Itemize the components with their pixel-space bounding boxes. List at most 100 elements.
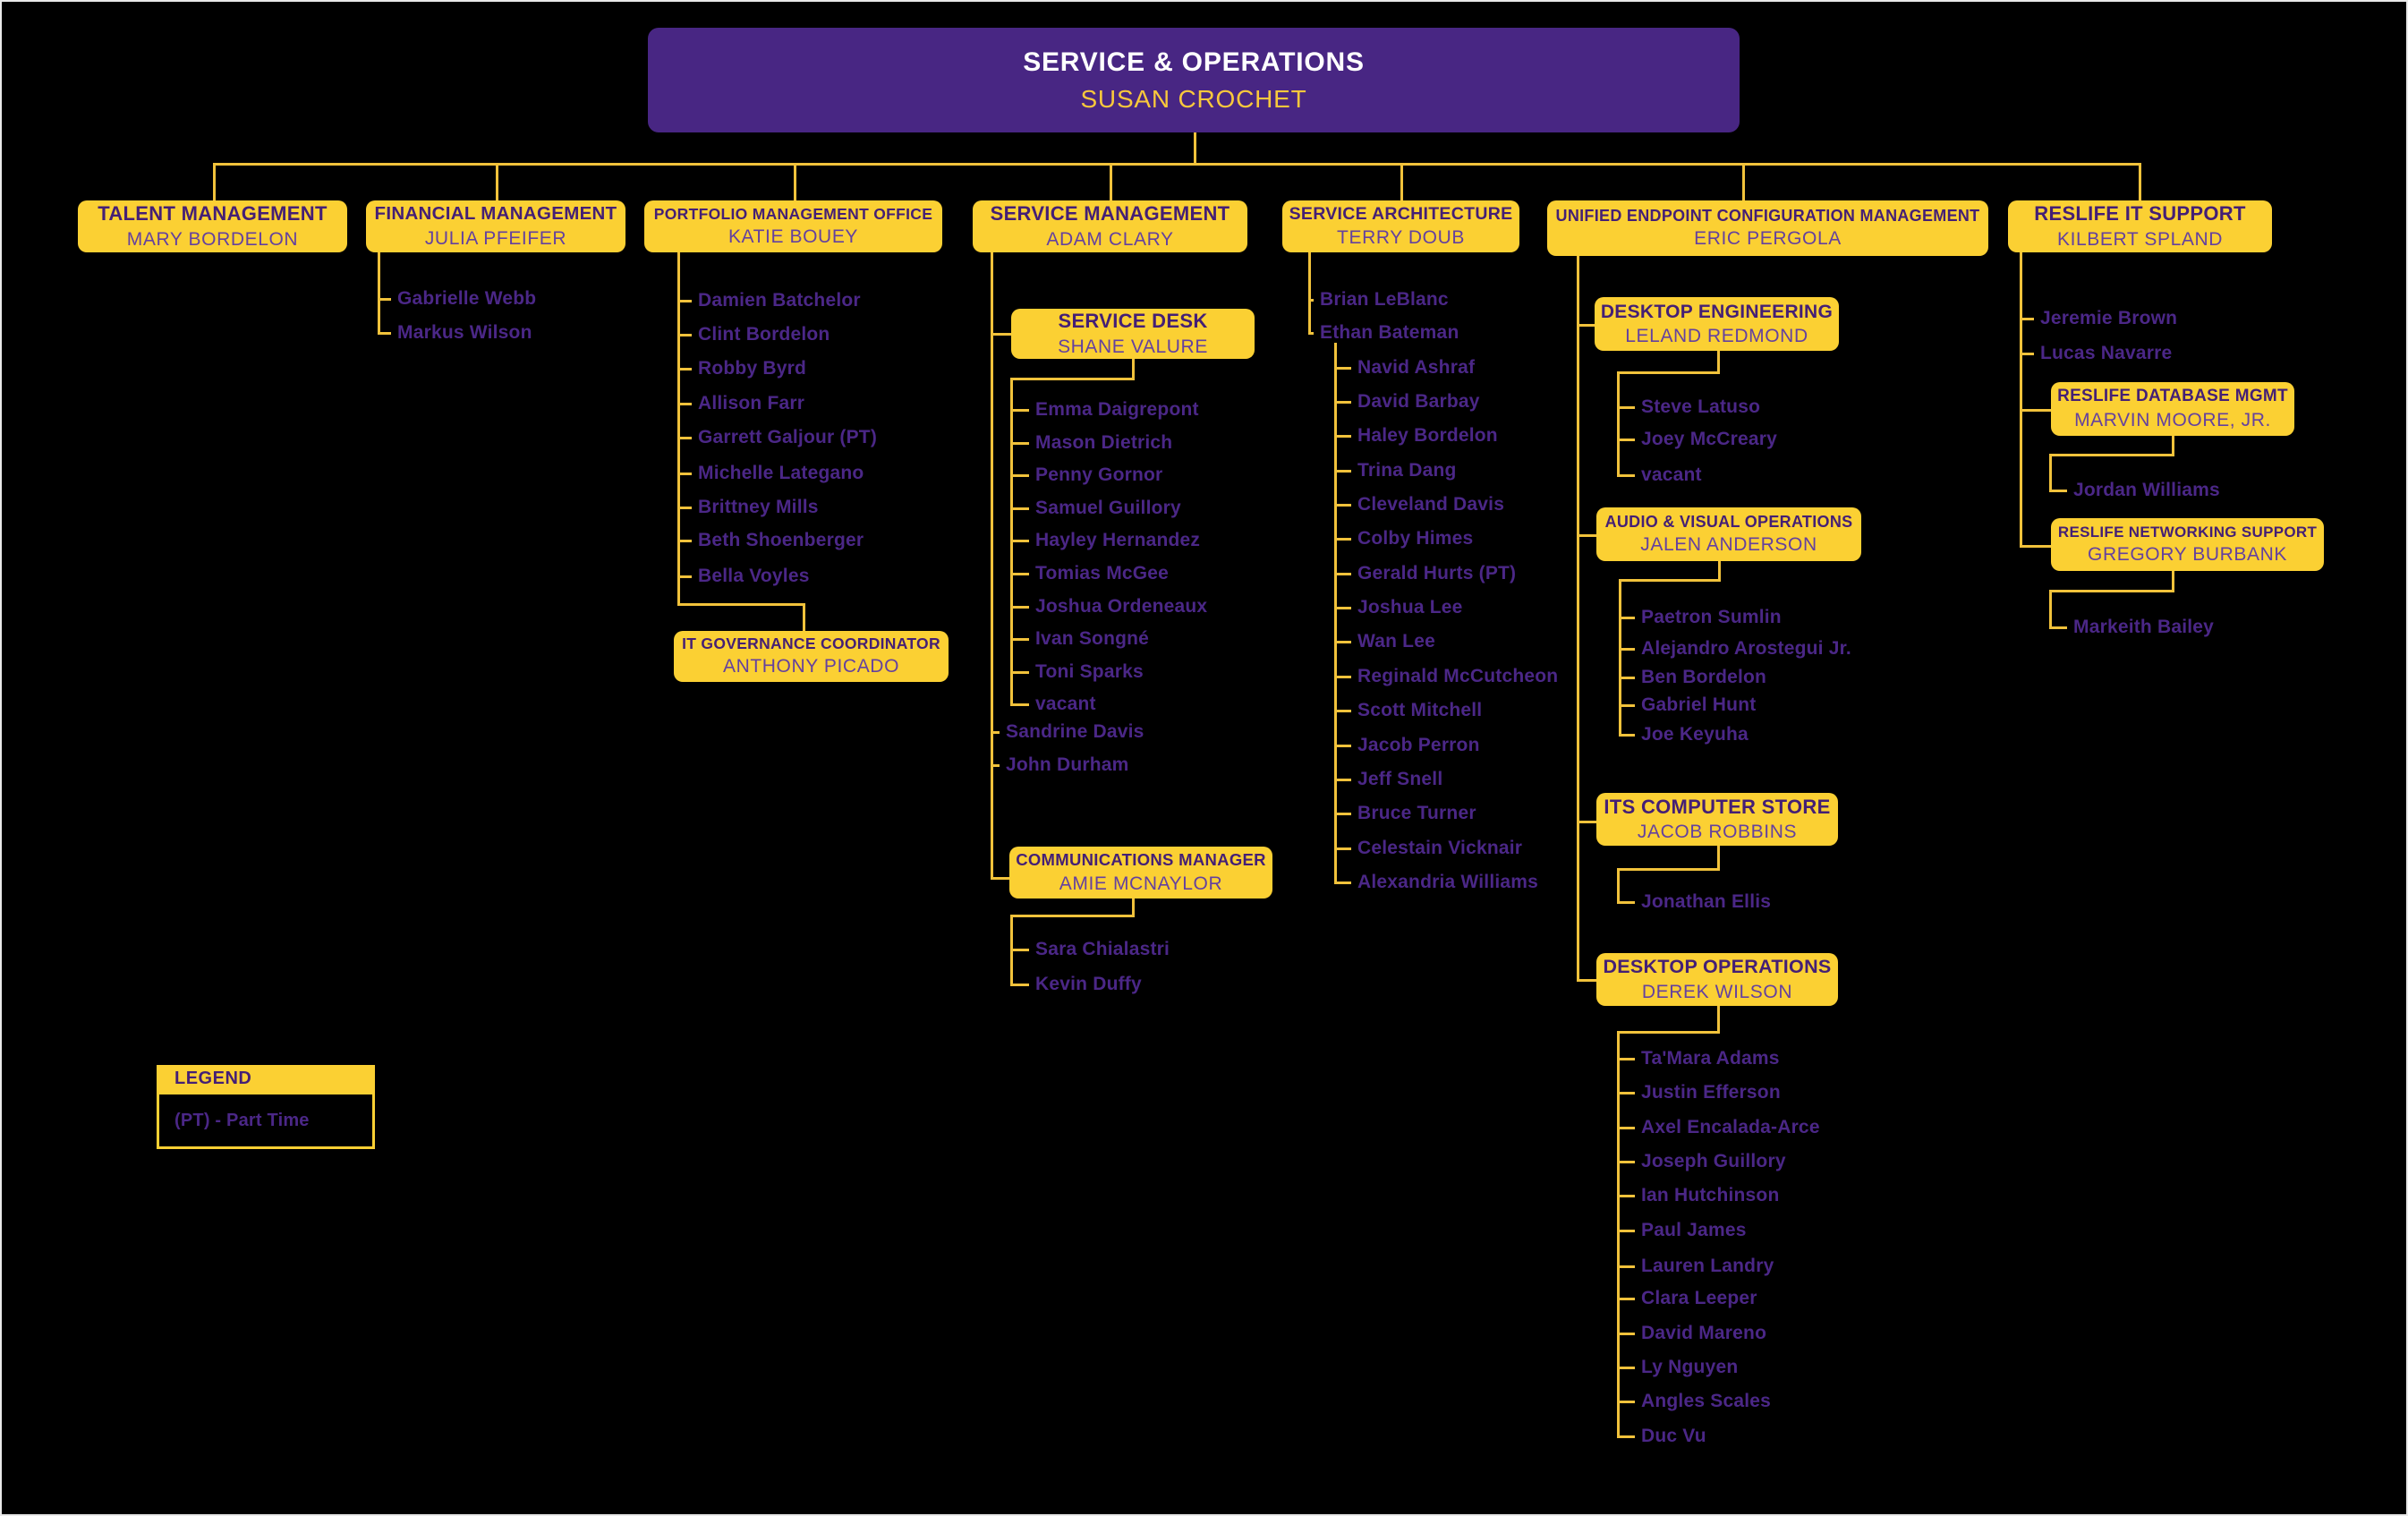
connector-line bbox=[1308, 299, 1314, 302]
org-box-title: FINANCIAL MANAGEMENT bbox=[374, 203, 617, 225]
connector-line bbox=[1334, 607, 1351, 609]
connector-line bbox=[677, 368, 692, 370]
member-name: Sara Chialastri bbox=[1035, 939, 1170, 959]
connector-line bbox=[677, 437, 692, 439]
member-name: Joshua Ordeneaux bbox=[1035, 596, 1208, 617]
member-name: Lucas Navarre bbox=[2040, 343, 2173, 363]
member-name: Scott Mitchell bbox=[1357, 700, 1483, 720]
member-name: Paetron Sumlin bbox=[1641, 607, 1782, 627]
connector-line bbox=[1308, 332, 1314, 335]
connector-line bbox=[1334, 881, 1351, 884]
member-name: Damien Batchelor bbox=[698, 290, 861, 311]
connector-line bbox=[1010, 378, 1135, 380]
connector-line bbox=[2020, 318, 2034, 320]
org-box-person: KILBERT SPLAND bbox=[2056, 228, 2224, 250]
org-box-title: AUDIO & VISUAL OPERATIONS bbox=[1604, 512, 1853, 531]
connector-line bbox=[1334, 745, 1351, 747]
connector-line bbox=[1334, 573, 1351, 575]
connector-line bbox=[1010, 638, 1029, 641]
member-name: Gerald Hurts (PT) bbox=[1357, 563, 1517, 583]
connector-line bbox=[1132, 359, 1135, 380]
legend-header: LEGEND bbox=[157, 1065, 375, 1092]
connector-line bbox=[1617, 371, 1620, 477]
connector-line bbox=[1717, 846, 1720, 871]
connector-line bbox=[677, 575, 692, 578]
member-name: Wan Lee bbox=[1357, 631, 1435, 652]
member-name: Mason Dietrich bbox=[1035, 432, 1173, 453]
connector-line bbox=[1617, 1058, 1635, 1060]
member-name: Markeith Bailey bbox=[2073, 617, 2215, 637]
member-name: Gabriel Hunt bbox=[1641, 694, 1757, 715]
org-box-person: AMIE MCNAYLOR bbox=[1059, 873, 1223, 894]
connector-line bbox=[2049, 590, 2052, 629]
connector-line bbox=[2172, 436, 2174, 456]
connector-line bbox=[1334, 367, 1351, 370]
connector-line bbox=[677, 334, 692, 336]
member-name: Bruce Turner bbox=[1357, 803, 1476, 823]
org-box-title: PORTFOLIO MANAGEMENT OFFICE bbox=[653, 204, 933, 223]
member-name: Ethan Bateman bbox=[1320, 322, 1459, 343]
connector-line bbox=[496, 163, 498, 203]
org-box-person: JACOB ROBBINS bbox=[1637, 822, 1798, 843]
connector-line bbox=[378, 298, 391, 301]
connector-line bbox=[2172, 571, 2174, 592]
connector-line bbox=[1617, 474, 1635, 477]
member-name: Robby Byrd bbox=[698, 358, 807, 379]
org-box-person: MARY BORDELON bbox=[126, 228, 299, 250]
root-person: SUSAN CROCHET bbox=[1080, 84, 1307, 113]
member-name: Jeremie Brown bbox=[2040, 308, 2178, 328]
member-name: Reginald McCutcheon bbox=[1357, 666, 1559, 686]
org-box-title: SERVICE MANAGEMENT bbox=[990, 202, 1230, 226]
connector-line bbox=[1617, 1092, 1635, 1094]
member-name: Beth Shoenberger bbox=[698, 530, 864, 550]
connector-line bbox=[1617, 439, 1635, 441]
connector-line bbox=[677, 252, 680, 606]
connector-line bbox=[1010, 474, 1029, 477]
connector-line bbox=[1334, 676, 1351, 678]
connector-line bbox=[1010, 949, 1029, 951]
org-box-person: GREGORY BURBANK bbox=[2088, 544, 2287, 566]
connector-line bbox=[1742, 163, 1745, 203]
connector-line bbox=[1010, 703, 1029, 706]
member-name: Samuel Guillory bbox=[1035, 498, 1181, 518]
connector-line bbox=[1334, 343, 1337, 884]
legend-title: LEGEND bbox=[174, 1068, 252, 1088]
org-box-title: TALENT MANAGEMENT bbox=[98, 202, 328, 226]
connector-line bbox=[803, 603, 805, 634]
connector-line bbox=[1400, 163, 1403, 203]
connector-line bbox=[2049, 454, 2174, 456]
member-name: Ben Bordelon bbox=[1641, 667, 1767, 687]
member-name: Colby Himes bbox=[1357, 528, 1474, 549]
connector-line bbox=[1617, 1195, 1635, 1197]
member-name: Alejandro Arostegui Jr. bbox=[1641, 638, 1851, 659]
connector-line bbox=[1619, 617, 1635, 619]
legend-body: (PT) - Part Time bbox=[157, 1092, 375, 1149]
connector-line bbox=[991, 731, 1000, 734]
connector-line bbox=[991, 877, 1012, 880]
connector-line bbox=[991, 333, 1014, 336]
member-name: Allison Farr bbox=[698, 393, 805, 413]
root-box-service-and-operations: SERVICE & OPERATIONS SUSAN CROCHET bbox=[648, 28, 1740, 132]
connector-line bbox=[1334, 779, 1351, 781]
member-name: Joe Keyuha bbox=[1641, 724, 1749, 745]
connector-line bbox=[1132, 899, 1135, 917]
member-name: Joshua Lee bbox=[1357, 597, 1463, 617]
member-name: John Durham bbox=[1006, 754, 1129, 775]
connector-line bbox=[1717, 1006, 1720, 1034]
member-name: Tomias McGee bbox=[1035, 563, 1170, 583]
org-box-person: ADAM CLARY bbox=[1046, 228, 1174, 250]
connector-line bbox=[1617, 1401, 1635, 1403]
member-name: Kevin Duffy bbox=[1035, 974, 1142, 994]
connector-line bbox=[213, 163, 2141, 166]
member-name: Celestain Vicknair bbox=[1357, 838, 1523, 858]
connector-line bbox=[1619, 734, 1635, 737]
connector-line bbox=[1617, 1031, 1720, 1034]
connector-line bbox=[1619, 579, 1721, 582]
connector-line bbox=[1617, 1435, 1635, 1438]
connector-line bbox=[1334, 710, 1351, 712]
